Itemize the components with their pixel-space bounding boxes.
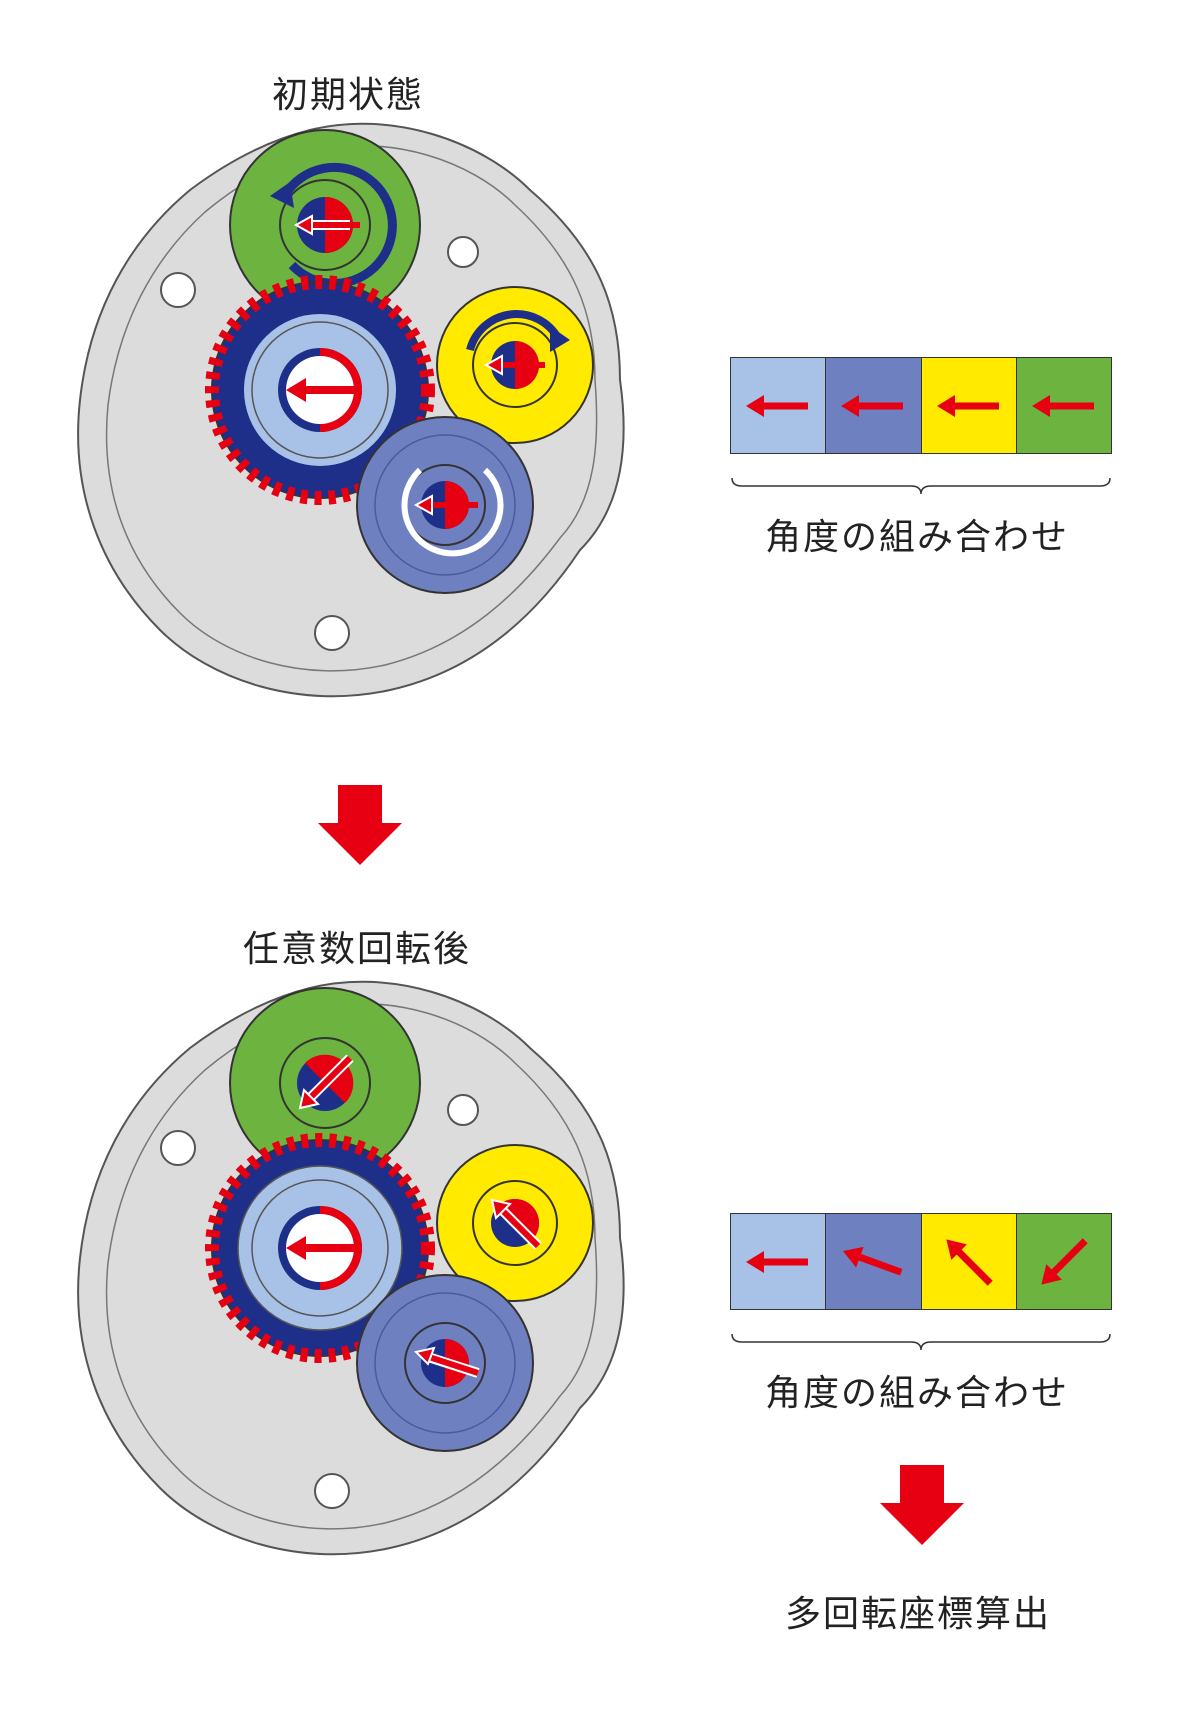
angle-combination-initial	[730, 357, 1112, 454]
angle-cell-yellow	[921, 1214, 1017, 1309]
angle-arrow-icon	[936, 394, 999, 417]
angle-arrow-icon	[746, 1250, 809, 1273]
angle-arrow-icon	[1031, 394, 1094, 417]
angle-cell-green	[1016, 358, 1111, 453]
angle-cell-blue	[826, 1214, 922, 1309]
multiturn-result-label: 多回転座標算出	[785, 1594, 1052, 1635]
gear-mechanism-after	[77, 980, 625, 1556]
angle-combination-label: 角度の組み合わせ	[765, 1373, 1070, 1414]
angle-cell-green	[1016, 1214, 1111, 1309]
gear-green	[229, 129, 421, 321]
after-rotation-title: 任意数回転後	[243, 929, 472, 970]
angle-combination-label: 角度の組み合わせ	[765, 517, 1070, 558]
gear-yellow	[436, 286, 594, 444]
gear-lightblue-main	[205, 275, 435, 505]
gear-yellow	[436, 1144, 594, 1302]
angle-arrow-icon	[843, 1246, 903, 1276]
brace-icon	[731, 1333, 1111, 1351]
gear-blue	[356, 1274, 534, 1452]
down-arrow-icon	[880, 1465, 964, 1545]
initial-state-title: 初期状態	[272, 75, 425, 116]
brace-icon	[731, 477, 1111, 495]
gear-mechanism-initial	[77, 122, 625, 698]
angle-cell-blue	[826, 358, 922, 453]
gear-blue	[356, 416, 534, 594]
gear-lightblue-main	[205, 1133, 435, 1363]
angle-cell-yellow	[921, 358, 1017, 453]
angle-arrow-icon	[841, 394, 904, 417]
angle-cell-lightblue	[731, 358, 827, 453]
angle-combination-after	[730, 1213, 1112, 1310]
angle-cell-lightblue	[731, 1214, 827, 1309]
down-arrow-icon	[318, 785, 402, 865]
angle-arrow-icon	[746, 394, 809, 417]
angle-arrow-icon	[1041, 1237, 1088, 1285]
angle-arrow-icon	[945, 1238, 993, 1286]
